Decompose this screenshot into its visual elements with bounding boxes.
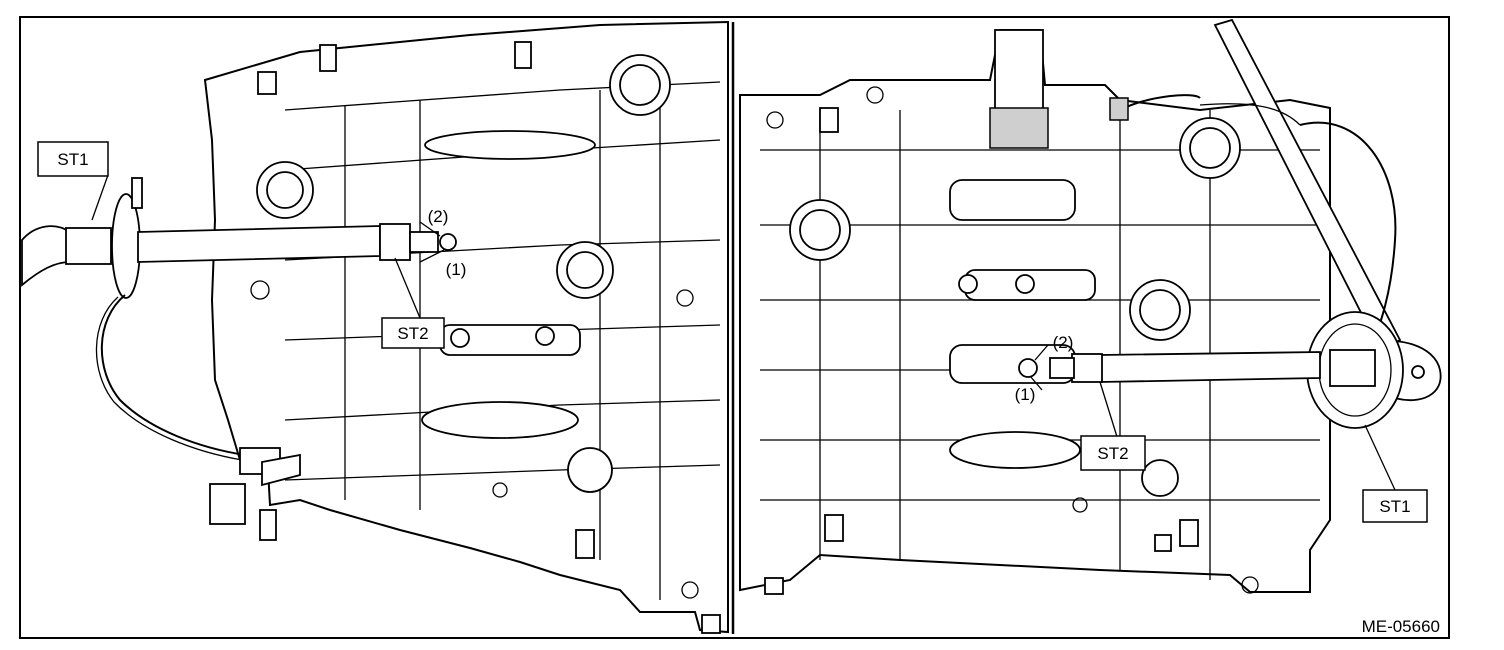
right-crank-post [994, 29, 1044, 111]
left-hole-b [250, 280, 270, 300]
right-lower-bolt-1 [824, 514, 844, 542]
right-bore-3-inner [1139, 289, 1181, 331]
left-st1-box [37, 141, 109, 177]
right-bore-4 [1141, 459, 1179, 497]
left-hole-c [492, 482, 508, 498]
left-clamp-handle [261, 453, 301, 487]
right-bolt-a [958, 274, 978, 294]
right-ref2-leader [1034, 344, 1049, 361]
left-st1-label: ST1 [57, 150, 88, 169]
left-journal-1 [424, 130, 596, 160]
left-top-bolt-1 [319, 44, 337, 72]
left-top-bolt-3 [257, 71, 277, 95]
figure-id: ME-05660 [1362, 617, 1440, 636]
left-ref1-leader [419, 249, 445, 263]
left-block-ribs [344, 85, 661, 600]
right-block-ribs [819, 110, 1211, 580]
left-st2-label: ST2 [397, 324, 428, 343]
right-ref2-label: (2) [1053, 333, 1074, 352]
left-gauge-cable [100, 294, 246, 456]
left-gauge-cable-2 [95, 296, 243, 461]
left-bolt-b [535, 326, 555, 346]
left-socket-tip [409, 231, 439, 253]
right-lower-bolt-2 [1179, 519, 1199, 547]
left-magnetic-base [209, 483, 246, 525]
right-socket-st2 [1071, 353, 1103, 383]
left-side-bolt [575, 529, 595, 559]
figure-frame [19, 16, 1450, 639]
left-ref1-label: (1) [446, 260, 467, 279]
left-bolt-engaged [439, 233, 457, 251]
left-extension-bar [137, 225, 381, 263]
left-top-bolt-2 [514, 41, 532, 69]
right-gauge-cable [1299, 121, 1397, 346]
right-hole-b [866, 86, 884, 104]
right-extension-bar [1099, 351, 1321, 383]
right-bottom-bolt-2 [1154, 534, 1172, 552]
right-crank-collar [989, 107, 1049, 149]
left-ref2-label: (2) [428, 207, 449, 226]
left-st1-leader [91, 174, 109, 221]
left-block-outline [203, 20, 729, 634]
left-bolt-a [450, 328, 470, 348]
right-st1-label: ST1 [1379, 497, 1410, 516]
right-hole-d [1072, 497, 1088, 513]
right-bolt-engaged [1018, 358, 1038, 378]
right-hose-fitting [1109, 97, 1129, 121]
right-ref1-leader [1029, 375, 1043, 391]
left-lower-bolt [259, 509, 277, 541]
left-wrench-socket [65, 227, 112, 265]
left-bore-3-inner [566, 251, 604, 289]
left-bore-4 [567, 447, 613, 493]
right-bore-2-inner [1189, 127, 1231, 169]
right-bottom-bolt-1 [764, 577, 784, 595]
right-st2-leader [1099, 381, 1119, 441]
right-hose [1119, 94, 1201, 111]
left-socket-st2 [379, 223, 411, 261]
right-gauge-socket [1329, 349, 1376, 387]
right-st1-box [1362, 489, 1428, 523]
left-hole-a [676, 289, 694, 307]
right-st1-leader [1364, 424, 1396, 491]
right-breaker-bar [1213, 18, 1402, 352]
right-top-bolt [819, 107, 839, 133]
left-bore-1-inner [266, 171, 304, 209]
right-journal-1 [949, 179, 1076, 221]
left-bore-2-inner [619, 64, 661, 106]
right-journal-4 [949, 431, 1081, 469]
left-st2-leader [394, 257, 421, 319]
right-bolt-b [1015, 274, 1035, 294]
left-angle-gauge-disc [111, 193, 141, 299]
left-bottom-bolt [701, 614, 721, 634]
left-panel: ST1 ST2 (2) (1) [21, 20, 729, 634]
left-wrench-handle [21, 225, 71, 287]
left-journal-3 [421, 401, 579, 439]
right-hole-a [766, 111, 784, 129]
left-gauge-knob [131, 177, 143, 209]
right-st2-label: ST2 [1097, 444, 1128, 463]
left-st2-box [381, 317, 445, 349]
right-socket-tip [1049, 357, 1075, 379]
left-ref2-leader [419, 221, 441, 237]
left-hole-d [681, 581, 699, 599]
right-wrench-pivot [1411, 365, 1425, 379]
right-st2-box [1080, 435, 1146, 471]
right-panel: ST2 ST1 (2) (1) [739, 18, 1442, 595]
right-bore-1-inner [799, 209, 841, 251]
right-hole-c [1241, 576, 1259, 594]
right-ref1-label: (1) [1015, 385, 1036, 404]
right-gauge-cable-2 [1199, 103, 1301, 126]
